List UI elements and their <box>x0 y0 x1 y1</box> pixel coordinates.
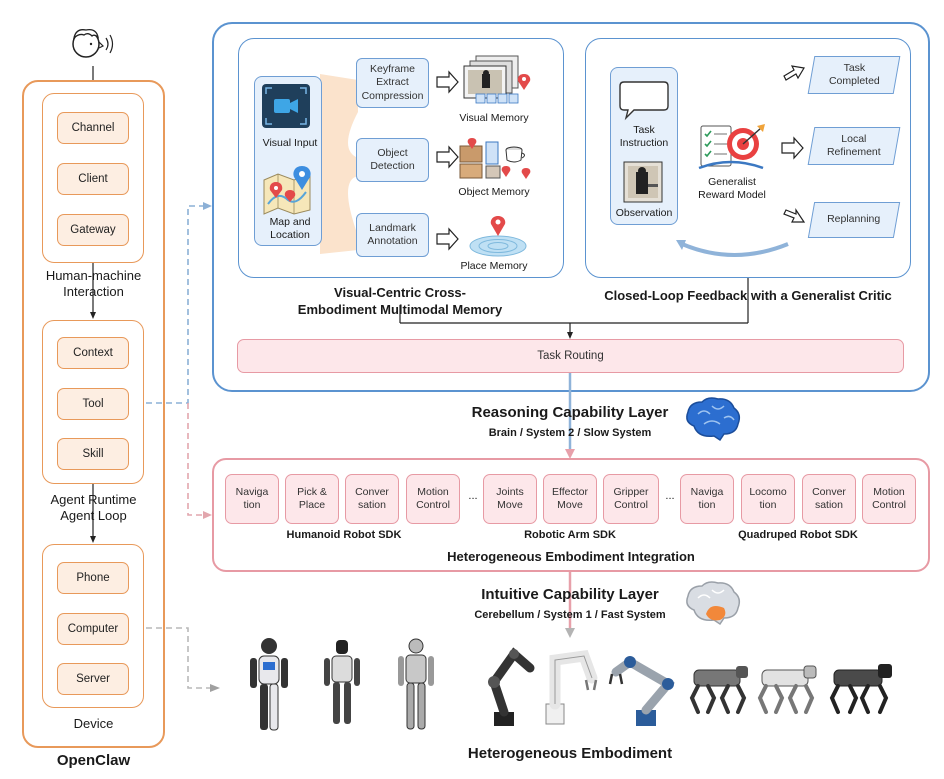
humanoid-conversation-module[interactable]: Conver sation <box>345 474 399 524</box>
visual-input-label: Visual Input <box>262 137 318 149</box>
visual-memory-label: Visual Memory <box>459 112 529 124</box>
object-memory-icon <box>459 138 531 179</box>
quadruped-motion-control-module[interactable]: Motion Control <box>862 474 916 524</box>
observation-image-icon <box>623 161 663 203</box>
routing-down-arrow <box>565 373 575 459</box>
humanoid-sdk-label: Humanoid Robot SDK <box>286 529 402 541</box>
brain-icon <box>686 397 741 442</box>
quadruped-navigation-module[interactable]: Naviga tion <box>680 474 734 524</box>
observation-label: Observation <box>615 207 673 219</box>
visual-memory-icon <box>463 55 531 104</box>
gateway-box[interactable]: Gateway <box>57 214 129 246</box>
map-location-label: Map and Location <box>269 216 311 241</box>
skill-box[interactable]: Skill <box>57 438 129 470</box>
computer-box[interactable]: Computer <box>57 613 129 645</box>
humanoid-motion-control-module[interactable]: Motion Control <box>406 474 460 524</box>
quadruped-robot-3-icon <box>829 664 892 714</box>
humanoid-navigation-module[interactable]: Naviga tion <box>225 474 279 524</box>
arm-effector-move-module[interactable]: Effector Move <box>543 474 597 524</box>
context-box[interactable]: Context <box>57 337 129 369</box>
speaking-person-icon <box>72 29 114 58</box>
task-routing-bar[interactable]: Task Routing <box>237 339 904 373</box>
arm-gripper-control-module[interactable]: Gripper Control <box>603 474 659 524</box>
quadruped-sdk-label: Quadruped Robot SDK <box>738 529 858 541</box>
humanoid-robot-1-icon <box>250 638 288 731</box>
reasoning-title: Reasoning Capability Layer <box>471 404 669 421</box>
integration-title: Heterogeneous Embodiment Integration <box>447 549 695 564</box>
ellipsis-2: ... <box>665 490 675 502</box>
openclaw-flow-arrows <box>90 263 96 543</box>
reasoning-subtitle: Brain / System 2 / Slow System <box>488 427 652 439</box>
robotic-arm-3-icon <box>608 656 675 726</box>
keyframe-box[interactable]: Keyframe Extract Compression <box>356 58 429 108</box>
object-memory-label: Object Memory <box>458 186 530 198</box>
memory-title: Visual-Centric Cross- Embodiment Multimo… <box>297 285 503 317</box>
camera-icon <box>262 84 310 128</box>
arm-sdk-label: Robotic Arm SDK <box>524 529 616 541</box>
intuitive-title: Intuitive Capability Layer <box>481 586 659 603</box>
map-location-icon <box>263 166 311 215</box>
arm-joints-move-module[interactable]: Joints Move <box>483 474 537 524</box>
quadruped-locomotion-module[interactable]: Locomo tion <box>741 474 795 524</box>
tool-box[interactable]: Tool <box>57 388 129 420</box>
openclaw-title: OpenClaw <box>56 752 131 769</box>
reward-model-icon <box>698 124 765 170</box>
quadruped-robot-1-icon <box>689 666 748 714</box>
quadruped-conversation-module[interactable]: Conver sation <box>802 474 856 524</box>
object-detection-box[interactable]: Object Detection <box>356 138 429 182</box>
intuitive-subtitle: Cerebellum / System 1 / Fast System <box>474 609 666 621</box>
client-box[interactable]: Client <box>57 163 129 195</box>
place-memory-label: Place Memory <box>460 260 528 272</box>
task-instruction-label: Task Instruction <box>619 124 669 149</box>
memory-funnel <box>320 74 358 254</box>
humanoid-robot-2-icon <box>324 640 360 724</box>
robotic-arm-2-icon <box>545 649 598 725</box>
embodiment-title: Heterogeneous Embodiment <box>467 745 673 762</box>
integration-down-arrow <box>565 572 575 638</box>
speech-bubble-icon <box>619 81 669 121</box>
device-label: Device <box>73 716 114 731</box>
humanoid-robot-3-icon <box>398 638 434 730</box>
humanoid-pick-place-module[interactable]: Pick & Place <box>285 474 339 524</box>
landmark-box[interactable]: Landmark Annotation <box>356 213 429 257</box>
loop-back-arrow <box>676 240 789 257</box>
place-memory-icon <box>469 216 527 257</box>
robotic-arm-1-icon <box>488 647 535 726</box>
ellipsis-1: ... <box>468 490 478 502</box>
runtime-label: Agent Runtime Agent Loop <box>50 492 137 523</box>
phone-box[interactable]: Phone <box>57 562 129 594</box>
cerebellum-brain-icon <box>686 581 741 626</box>
channel-box[interactable]: Channel <box>57 112 129 144</box>
server-box[interactable]: Server <box>57 663 129 695</box>
reward-model-label: Generalist Reward Model <box>698 176 766 201</box>
quadruped-robot-2-icon <box>757 665 817 714</box>
